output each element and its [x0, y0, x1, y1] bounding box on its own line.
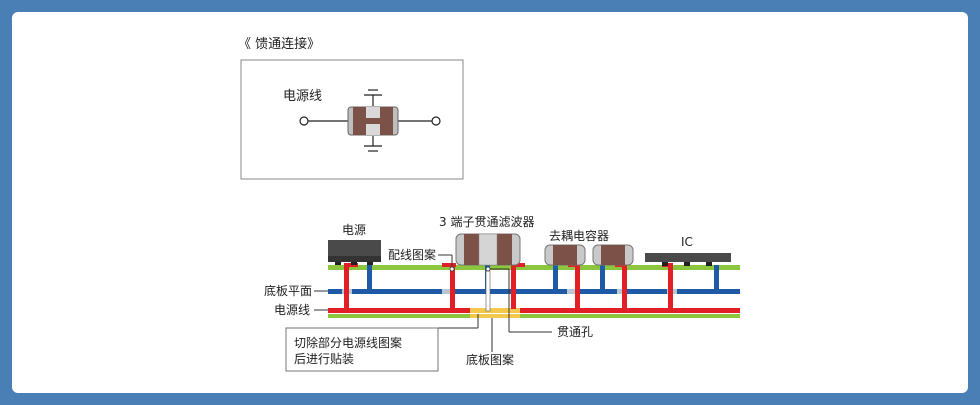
power-source: [328, 240, 381, 265]
plane-gap: [442, 289, 454, 294]
power-via: [622, 265, 627, 309]
label-ic: IC: [681, 235, 693, 249]
top-green-layer: [328, 265, 740, 270]
ic-pin: [706, 262, 712, 266]
decoupling-capacitor-2: [592, 244, 634, 266]
ic-pin: [662, 262, 668, 266]
note-box: [285, 327, 439, 372]
through-hole: [485, 270, 491, 312]
cut-power-line-section: [470, 308, 520, 313]
power-via: [344, 265, 349, 309]
bottom-green-layer: [328, 314, 740, 318]
power-source-leg: [335, 262, 341, 265]
ground-via: [553, 265, 558, 291]
label-via: 贯通孔: [557, 325, 593, 339]
bottom-pattern-section: [470, 314, 520, 318]
ic-chip: [645, 253, 731, 266]
capacitor-core: [601, 245, 625, 265]
feedthrough-top-electrode: [366, 107, 380, 118]
power-via: [450, 265, 455, 309]
power-pad: [442, 263, 456, 267]
power-source-leg: [351, 262, 357, 265]
power-line-label-small: 电源线: [283, 89, 322, 104]
diagram-canvas: 《 馈通连接》 电源线: [238, 36, 740, 372]
label-decoupling-capacitor: 去耦电容器: [549, 228, 609, 243]
power-source-leg: [367, 262, 373, 265]
label-ground-plane: 底板平面: [264, 283, 312, 298]
content-panel: 《 馈通连接》 电源线: [12, 12, 968, 393]
plane-gap: [567, 289, 577, 294]
pcb-cross-section: [328, 263, 740, 318]
feedthrough-symbol: [299, 89, 441, 152]
note-line-1: 切除部分电源线图案: [294, 335, 402, 350]
three-terminal-filter: [455, 233, 521, 266]
terminal-left: [299, 116, 309, 126]
note-line-2: 后进行贴装: [294, 352, 354, 366]
ground-via: [600, 265, 605, 291]
feedthrough-bottom-electrode: [366, 124, 380, 135]
terminal-right: [431, 116, 441, 126]
label-ground-pattern: 底板图案: [466, 352, 514, 367]
power-via: [668, 265, 673, 309]
leader-dot: [449, 266, 455, 272]
power-line-layer: [328, 308, 740, 313]
power-via: [575, 265, 580, 309]
label-three-terminal-filter: 3 端子贯通滤波器: [439, 215, 534, 229]
decoupling-capacitor-1: [544, 244, 586, 266]
ground-via: [714, 265, 719, 291]
capacitor-core: [553, 245, 577, 265]
feedthrough-title: 《 馈通连接》: [238, 36, 320, 52]
filter-center-electrode: [478, 233, 498, 266]
ground-via: [367, 265, 372, 291]
ic-body: [645, 253, 731, 262]
label-power-line: 电源线: [274, 303, 310, 317]
label-wiring-pattern: 配线图案: [388, 247, 436, 262]
power-via: [511, 265, 516, 309]
label-power-source: 电源: [342, 223, 366, 237]
power-source-base: [328, 256, 381, 262]
ic-pin: [684, 262, 690, 266]
leader-dot: [485, 266, 491, 272]
power-pad: [511, 263, 525, 267]
ground-plane-layer: [328, 289, 740, 294]
